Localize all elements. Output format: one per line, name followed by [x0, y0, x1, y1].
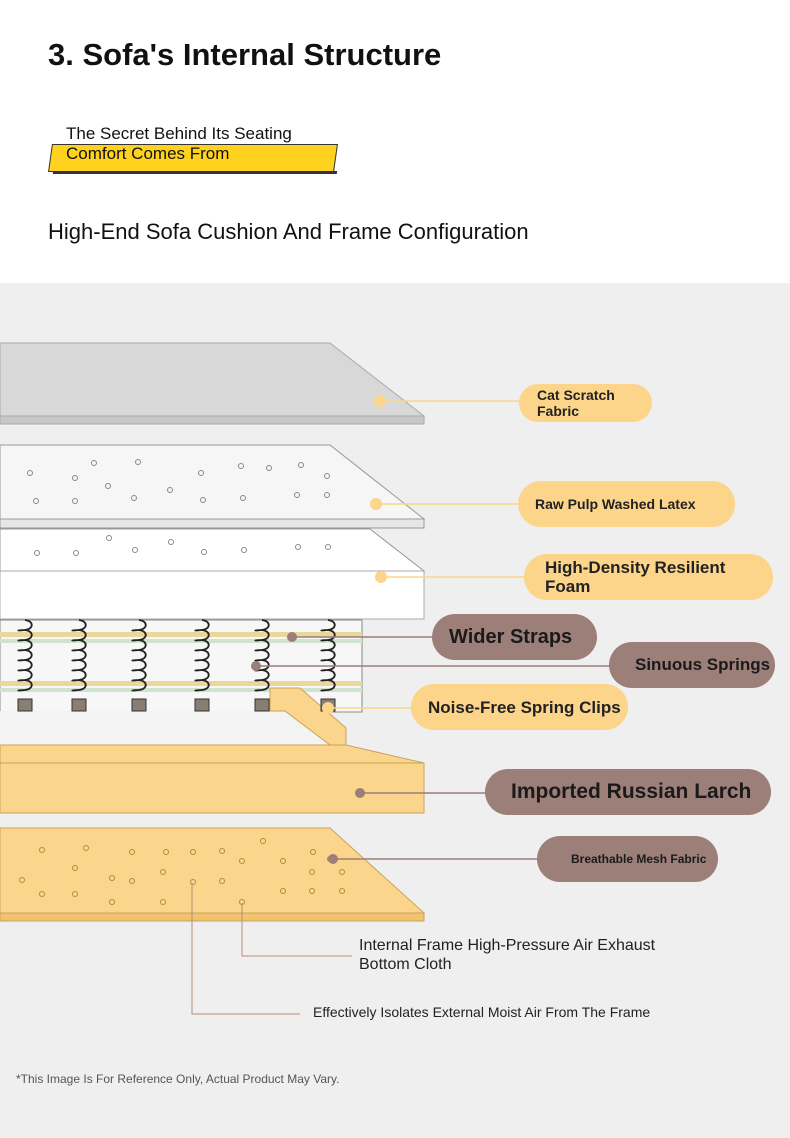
- perforation-dot: [27, 470, 33, 476]
- mesh-fabric-graphic: [0, 827, 426, 922]
- perforation-dot: [339, 888, 345, 894]
- perforation-dot: [163, 849, 169, 855]
- perforation-dot: [129, 878, 135, 884]
- perforation-dot: [298, 462, 304, 468]
- perforation-dot: [109, 899, 115, 905]
- perforation-dot: [309, 869, 315, 875]
- perforation-dot: [240, 495, 246, 501]
- label-raw-pulp-latex: Raw Pulp Washed Latex: [518, 481, 735, 527]
- note-isolation: Effectively Isolates External Moist Air …: [313, 1004, 651, 1020]
- leader-dots: [251, 395, 387, 864]
- perforation-dot: [198, 470, 204, 476]
- subtitle-text: The Secret Behind Its Seating Comfort Co…: [66, 124, 292, 163]
- perforation-dot: [239, 858, 245, 864]
- perforation-dot: [72, 891, 78, 897]
- perforation-dot: [19, 877, 25, 883]
- spring-coil: [17, 619, 33, 692]
- label-breathable-mesh: Breathable Mesh Fabric: [537, 836, 718, 882]
- perforation-dot: [39, 847, 45, 853]
- perforation-dot: [72, 865, 78, 871]
- perforation-dot: [190, 879, 196, 885]
- perforation-dot: [105, 483, 111, 489]
- perforation-dot: [280, 858, 286, 864]
- perforation-dot: [91, 460, 97, 466]
- fabric-layer-graphic: [0, 342, 426, 425]
- perforation-dot: [309, 888, 315, 894]
- perforation-dot: [39, 891, 45, 897]
- latex-layer-graphic: [0, 444, 426, 529]
- perforation-dot: [200, 497, 206, 503]
- label-cat-scratch-fabric: Cat Scratch Fabric: [519, 384, 652, 422]
- note-exhaust-cloth: Internal Frame High-Pressure Air Exhaust…: [359, 937, 656, 973]
- perforation-dot: [339, 869, 345, 875]
- perforation-dots: [19, 459, 345, 905]
- spring-clip: [131, 698, 147, 712]
- perforation-dot: [132, 547, 138, 553]
- label-high-density-foam: High-Density Resilient Foam: [524, 554, 773, 600]
- leader-lines: [328, 400, 527, 709]
- leader-lines-notes: [191, 883, 352, 1015]
- perforation-dot: [260, 838, 266, 844]
- perforation-dot: [294, 492, 300, 498]
- perforation-dot: [34, 550, 40, 556]
- disclaimer-footnote: *This Image Is For Reference Only, Actua…: [16, 1072, 340, 1086]
- perforation-dot: [167, 487, 173, 493]
- perforation-dot: [241, 547, 247, 553]
- section-heading: High-End Sofa Cushion And Frame Configur…: [48, 219, 529, 244]
- perforation-dot: [72, 475, 78, 481]
- perforation-dot: [280, 888, 286, 894]
- perforation-dot: [295, 544, 301, 550]
- perforation-dot: [109, 875, 115, 881]
- perforation-dot: [160, 869, 166, 875]
- spring-clip: [71, 698, 87, 712]
- label-sinuous-springs: Sinuous Springs: [609, 642, 775, 688]
- spring-coil: [71, 619, 87, 692]
- perforation-dot: [160, 899, 166, 905]
- spring-coils: [17, 619, 336, 712]
- perforation-dot: [201, 549, 207, 555]
- label-noise-free-clips: Noise-Free Spring Clips: [411, 684, 628, 730]
- spring-coil: [194, 619, 210, 692]
- foam-layer-graphic: [0, 528, 426, 620]
- perforation-dot: [106, 535, 112, 541]
- larch-frame-graphic: [0, 687, 425, 814]
- page-title: 3. Sofa's Internal Structure: [48, 37, 442, 72]
- perforation-dot: [310, 849, 316, 855]
- perforation-dot: [190, 849, 196, 855]
- perforation-dot: [135, 459, 141, 465]
- spring-clip: [17, 698, 33, 712]
- perforation-dot: [325, 544, 331, 550]
- perforation-dot: [238, 463, 244, 469]
- leader-lines-brown: [256, 636, 612, 860]
- label-russian-larch: Imported Russian Larch: [485, 769, 771, 815]
- spring-coil: [131, 619, 147, 692]
- perforation-dot: [324, 473, 330, 479]
- spring-coil: [254, 619, 270, 692]
- perforation-dot: [72, 498, 78, 504]
- perforation-dot: [131, 495, 137, 501]
- perforation-dot: [168, 539, 174, 545]
- spring-coil: [320, 619, 336, 692]
- perforation-dot: [83, 845, 89, 851]
- perforation-dot: [324, 492, 330, 498]
- perforation-dot: [73, 550, 79, 556]
- spring-clip: [194, 698, 210, 712]
- perforation-dot: [266, 465, 272, 471]
- perforation-dot: [219, 848, 225, 854]
- perforation-dot: [129, 849, 135, 855]
- spring-clip: [254, 698, 270, 712]
- perforation-dot: [33, 498, 39, 504]
- sofa-structure-diagram: [0, 342, 612, 1015]
- subtitle-banner: The Secret Behind Its Seating Comfort Co…: [48, 124, 340, 178]
- perforation-dot: [219, 878, 225, 884]
- label-wider-straps: Wider Straps: [432, 614, 597, 660]
